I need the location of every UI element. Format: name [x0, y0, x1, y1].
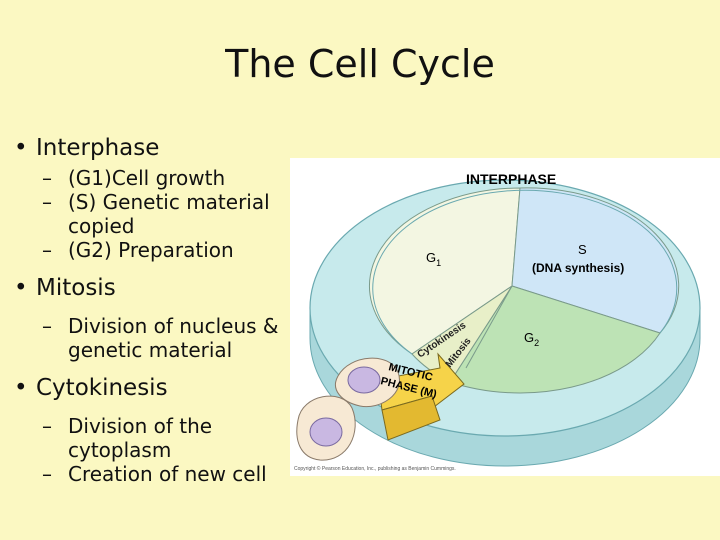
sub-bullet-s: (S) Genetic material copied — [14, 190, 304, 238]
s-description: (DNA synthesis) — [532, 261, 624, 275]
s-label: S — [578, 242, 587, 257]
sub-bullet-division-cytoplasm: Division of the cytoplasm — [14, 414, 304, 462]
sub-bullet-division-nucleus: Division of nucleus & genetic material — [14, 314, 304, 362]
bullet-list: Interphase (G1)Cell growth (S) Genetic m… — [14, 134, 304, 486]
slide-title: The Cell Cycle — [225, 42, 495, 86]
interphase-label: INTERPHASE — [466, 171, 556, 187]
sub-bullet-g1: (G1)Cell growth — [14, 166, 304, 190]
sub-bullet-g2: (G2) Preparation — [14, 238, 304, 262]
sub-bullet-new-cell: Creation of new cell — [14, 462, 304, 486]
s-wedge — [511, 187, 680, 334]
daughter-cell — [296, 395, 356, 461]
g1-wedge — [369, 187, 521, 355]
parent-cell — [335, 357, 400, 408]
g2-label: G2 — [524, 330, 539, 348]
bullet-mitosis: Mitosis — [14, 274, 304, 302]
copyright-text: Copyright © Pearson Education, Inc., pub… — [294, 465, 456, 472]
cycle-pie — [369, 187, 680, 394]
g1-label: G1 — [426, 250, 441, 268]
cell-cycle-diagram: INTERPHASE G1 S (DNA synthesis) G2 Cytok… — [290, 158, 720, 476]
g2-wedge — [449, 285, 661, 394]
bullet-cytokinesis: Cytokinesis — [14, 374, 304, 402]
bullet-interphase: Interphase — [14, 134, 304, 162]
